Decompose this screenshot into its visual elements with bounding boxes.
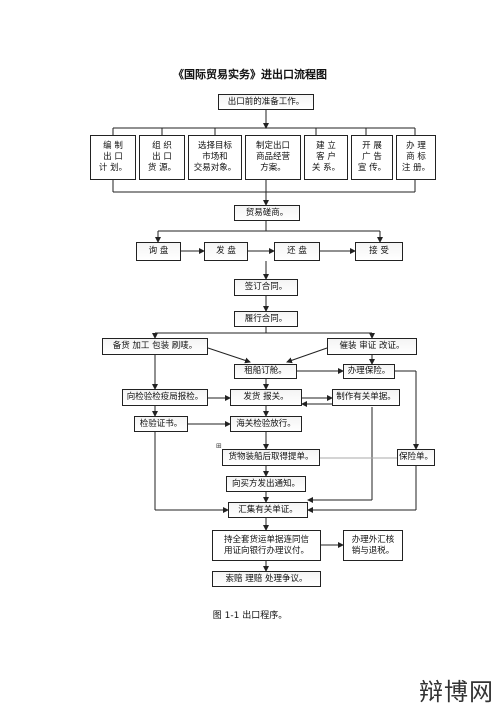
step-acceptance: 接 受 xyxy=(355,242,403,261)
collect-documents-box: 汇集有关单证。 xyxy=(228,502,308,518)
letter-of-credit-box: 催装 审证 改证。 xyxy=(327,338,417,355)
prep-item-plan-scheme: 制定出口商品经营方案。 xyxy=(245,135,301,180)
negotiation-box: 贸易磋商。 xyxy=(234,205,300,221)
step-counter-offer: 还 盘 xyxy=(274,242,320,261)
prep-item-advertising: 开 展广 告宣 传。 xyxy=(351,135,393,180)
anchor-mark: ⊞ xyxy=(216,442,222,450)
perform-contract-box: 履行合同。 xyxy=(234,311,298,327)
prep-item-market: 选择目标市场和交易对象。 xyxy=(188,135,242,180)
prepare-goods-box: 备货 加工 包装 刷唛。 xyxy=(102,338,208,355)
documents-box: 制作有关单据。 xyxy=(332,389,400,406)
inspection-certificate-box: 检验证书。 xyxy=(134,416,188,432)
shipping-box: 发货 报关。 xyxy=(230,389,302,406)
prep-item-customers: 建 立客 户关 系。 xyxy=(304,135,348,180)
step-inquiry: 询 盘 xyxy=(136,242,181,261)
bill-of-lading-box: 货物装船后取得提单。 xyxy=(222,449,320,466)
notify-buyer-box: 向买方发出通知。 xyxy=(226,476,306,492)
forex-verification-box: 办理外汇核销与退税。 xyxy=(343,530,403,561)
claims-box: 索赔 理赔 处理争议。 xyxy=(212,571,321,587)
inspection-apply-box: 向检验检疫局报检。 xyxy=(122,389,208,406)
figure-caption: 图 1-1 出口程序。 xyxy=(212,611,288,621)
prep-item-plan: 编 制出 口计 划。 xyxy=(90,135,136,180)
bank-negotiation-box: 持全套货运单据连同信用证向银行办理议付。 xyxy=(212,530,321,561)
insurance-box: 办理保险。 xyxy=(343,364,395,379)
step-offer: 发 盘 xyxy=(204,242,248,261)
prep-item-source: 组 织出 口货 源。 xyxy=(139,135,185,180)
prep-item-trademark: 办 理商 标注 册。 xyxy=(396,135,436,180)
watermark: 辩博网 xyxy=(419,678,494,706)
booking-box: 租船订舱。 xyxy=(234,364,297,379)
customs-release-box: 海关检验放行。 xyxy=(230,416,302,432)
page-title: 《国际贸易实务》进出口流程图 xyxy=(173,68,327,81)
sign-contract-box: 签订合同。 xyxy=(234,279,298,296)
insurance-policy-box: 保险单。 xyxy=(397,449,435,466)
prep-box: 出口前的准备工作。 xyxy=(218,94,314,110)
